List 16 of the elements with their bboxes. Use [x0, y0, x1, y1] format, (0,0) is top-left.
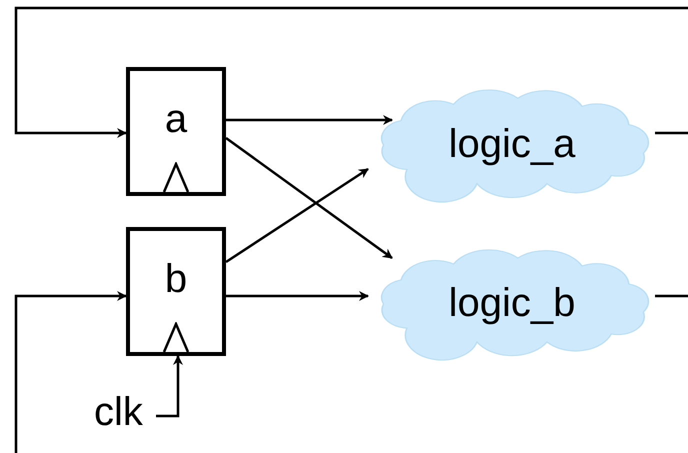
- register-label: b: [164, 257, 188, 301]
- wire: [14, 291, 127, 453]
- arrow: [225, 168, 369, 264]
- cloud-label: logic_a: [448, 122, 576, 166]
- arrow: [226, 115, 393, 125]
- arrow: [226, 291, 369, 301]
- signal-label: clk: [94, 390, 156, 434]
- wire: [14, 6, 688, 138]
- arrow: [156, 355, 183, 418]
- register-label: a: [164, 97, 188, 141]
- cloud-label: logic_b: [448, 281, 576, 325]
- wire: [655, 294, 688, 298]
- register-box: [126, 67, 226, 196]
- arrow: [225, 136, 393, 260]
- wire: [655, 132, 688, 134]
- register-box: [126, 227, 226, 356]
